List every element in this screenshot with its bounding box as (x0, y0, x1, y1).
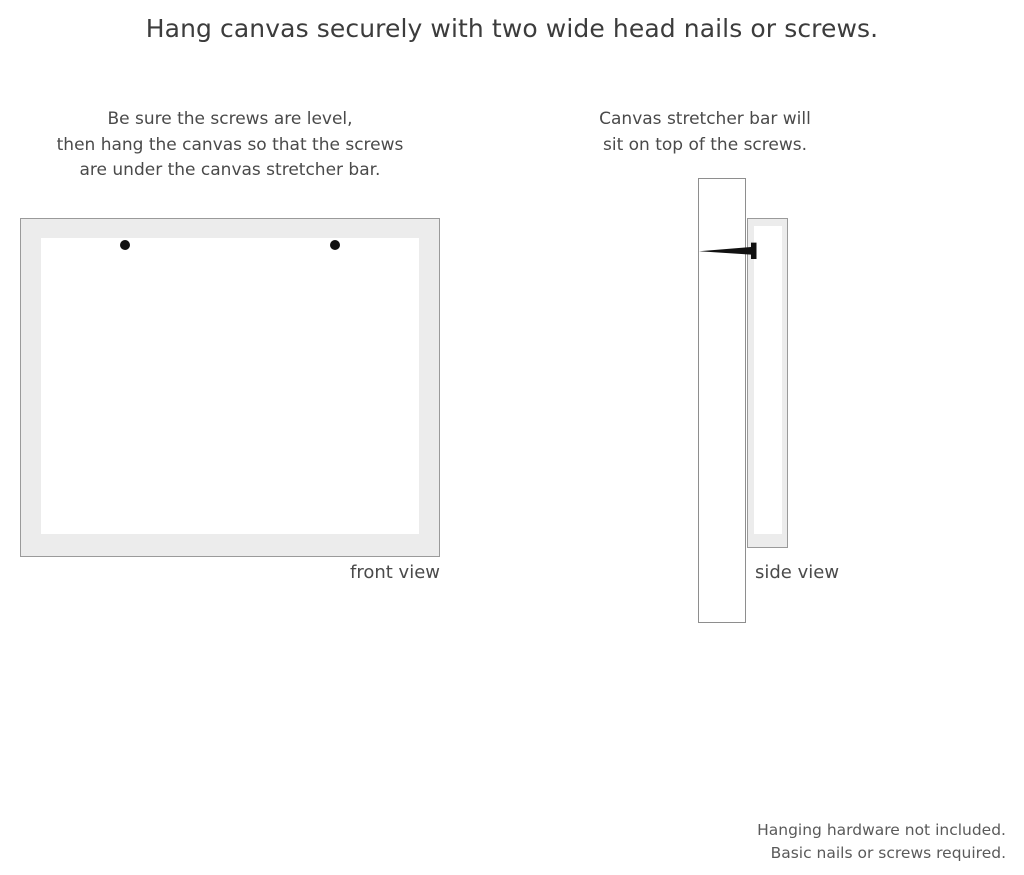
screw-head-left-icon (120, 240, 130, 250)
side-view-caption: Canvas stretcher bar will sit on top of … (560, 107, 850, 158)
screw-side-profile-icon (699, 242, 763, 260)
front-view-diagram (20, 218, 440, 557)
front-view-caption-line-1: Be sure the screws are level, (107, 109, 353, 129)
footer-line-2: Basic nails or screws required. (770, 844, 1006, 862)
front-view-caption-line-3: are under the canvas stretcher bar. (79, 160, 381, 180)
canvas-cross-section (747, 218, 788, 548)
page-title: Hang canvas securely with two wide head … (145, 14, 879, 43)
side-view-label: side view (755, 562, 840, 583)
side-view-diagram (690, 170, 890, 640)
front-view-label: front view (350, 562, 440, 583)
footer-line-1: Hanging hardware not included. (757, 821, 1006, 839)
front-view-caption: Be sure the screws are level, then hang … (20, 107, 440, 184)
side-view-caption-line-2: sit on top of the screws. (602, 134, 808, 155)
footer-disclaimer: Hanging hardware not included. Basic nai… (586, 819, 1006, 865)
canvas-face-area (41, 238, 419, 534)
canvas-cross-section-inner (754, 226, 782, 534)
side-view-caption-line-1: Canvas stretcher bar will (599, 109, 811, 129)
front-view-caption-line-2: then hang the canvas so that the screws (56, 134, 404, 155)
screw-head-right-icon (330, 240, 340, 250)
